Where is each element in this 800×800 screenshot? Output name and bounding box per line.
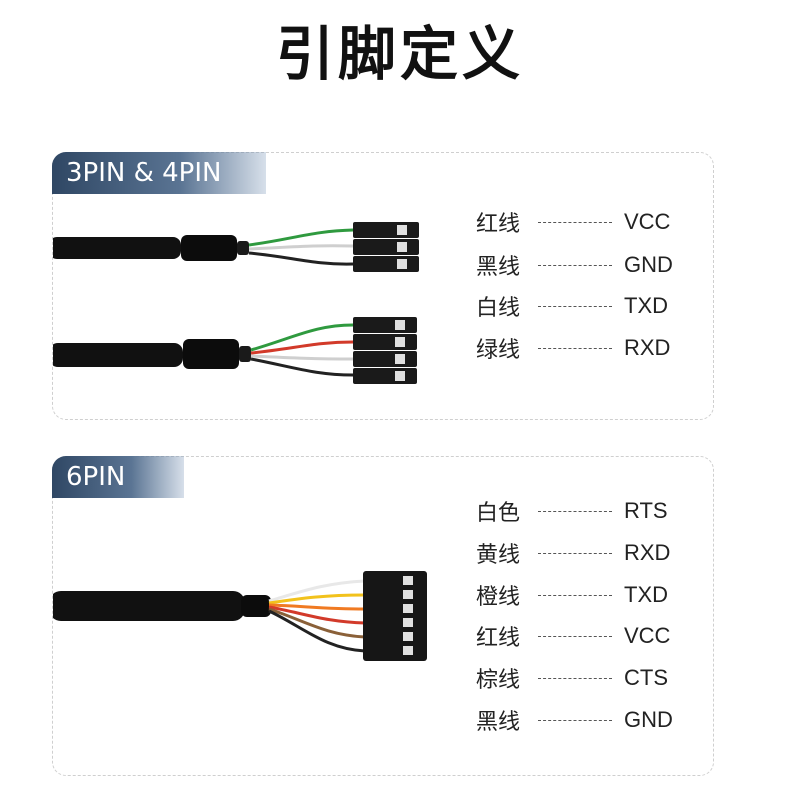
pin-row: 白色 RTS: [476, 496, 696, 526]
cable-3pin: [53, 222, 419, 272]
panel-6pin: 6PIN: [52, 456, 714, 776]
panel-3pin-4pin: 3PIN & 4PIN: [52, 152, 714, 420]
wire-red: [268, 605, 366, 625]
dashed-connector: [538, 221, 612, 223]
cable-sleeve: [183, 339, 239, 369]
pin-row: 绿线 RXD: [476, 333, 696, 363]
wire-color-label: 黑线: [476, 710, 521, 735]
wire-red: [250, 340, 354, 355]
pin-row: 黑线 GND: [476, 705, 696, 735]
pin-row: 棕线 CTS: [476, 663, 696, 693]
dashed-connector: [538, 719, 612, 721]
wire-black: [250, 357, 354, 377]
wire-white: [248, 244, 354, 251]
cable-jacket: [53, 591, 245, 621]
signal-label: CTS: [624, 665, 668, 690]
tab-6pin: 6PIN: [52, 456, 184, 498]
cable-jacket: [53, 343, 183, 367]
cable-6pin: [53, 571, 427, 661]
wire-color-label: 橙线: [476, 585, 521, 610]
cable-sleeve: [241, 595, 271, 617]
wire-color-label: 黑线: [476, 255, 521, 280]
wire-black: [248, 251, 354, 266]
wire-yellow: [268, 593, 366, 605]
signal-label: RTS: [624, 498, 668, 523]
cable-jacket: [53, 237, 181, 259]
wire-color-label: 黄线: [476, 543, 521, 568]
tab-3pin-4pin: 3PIN & 4PIN: [52, 152, 266, 194]
cable-4pin: [53, 317, 417, 384]
6pin-housing: [363, 571, 427, 661]
dashed-connector: [538, 510, 612, 512]
wire-white: [268, 579, 366, 603]
wire-color-label: 红线: [476, 212, 521, 237]
pin-row: 白线 TXD: [476, 291, 696, 321]
dashed-connector: [538, 635, 612, 637]
cable-sleeve: [181, 235, 237, 261]
pin-row: 黑线 GND: [476, 250, 696, 280]
cable-illustration-3pin-4pin: [53, 222, 419, 384]
pin-row: 红线 VCC: [476, 621, 696, 651]
wire-color-label: 白线: [476, 296, 521, 321]
dashed-connector: [538, 347, 612, 349]
wire-green: [250, 323, 354, 352]
wire-color-label: 红线: [476, 626, 521, 651]
dashed-connector: [538, 305, 612, 307]
wire-brown: [268, 607, 366, 639]
pin-row: 红线 VCC: [476, 207, 696, 237]
dupont-connectors: [353, 317, 417, 384]
cable-sleeve-tip: [237, 241, 249, 255]
signal-label: RXD: [624, 540, 671, 565]
dashed-connector: [538, 552, 612, 554]
dashed-connector: [538, 594, 612, 596]
signal-label: RXD: [624, 335, 671, 360]
signal-label: VCC: [624, 623, 671, 648]
pin-row: 橙线 TXD: [476, 580, 696, 610]
signal-label: TXD: [624, 293, 668, 318]
dashed-connector: [538, 677, 612, 679]
signal-label: VCC: [624, 209, 671, 234]
wire-green: [248, 228, 354, 247]
wire-color-label: 白色: [476, 501, 521, 526]
signal-label: TXD: [624, 582, 668, 607]
wire-black: [268, 609, 366, 653]
signal-label: GND: [624, 707, 673, 732]
dupont-connectors: [353, 222, 419, 272]
wire-orange: [268, 603, 366, 611]
pin-row: 黄线 RXD: [476, 538, 696, 568]
cable-illustration-6pin: [53, 571, 427, 661]
wire-color-label: 绿线: [476, 338, 521, 363]
dashed-connector: [538, 264, 612, 266]
wire-white: [250, 354, 354, 361]
page-title: 引脚定义: [275, 20, 524, 88]
signal-label: GND: [624, 252, 673, 277]
wire-color-label: 棕线: [476, 668, 521, 693]
cable-sleeve-tip: [239, 346, 251, 362]
